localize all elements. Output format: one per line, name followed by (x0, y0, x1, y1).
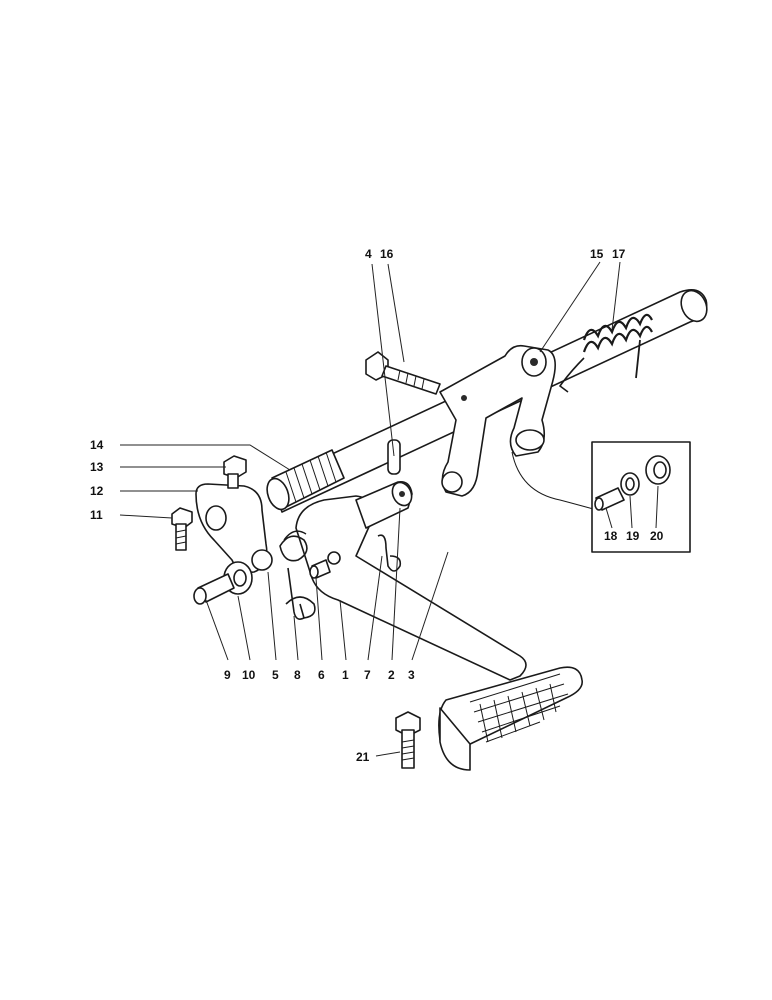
callout-20: 20 (650, 529, 664, 543)
callout-1: 1 (342, 668, 349, 682)
callout-17: 17 (612, 247, 626, 261)
return-spring-coil (558, 313, 653, 393)
callout-11: 11 (90, 508, 103, 522)
pedal-pad (438, 666, 583, 771)
pin-4 (387, 439, 401, 475)
pin-9 (193, 573, 235, 605)
pedal-lever (295, 480, 527, 681)
cable (511, 451, 605, 513)
spring-clip (279, 530, 316, 620)
callout-21: 21 (356, 750, 370, 764)
callout-16: 16 (380, 247, 394, 261)
pin-6 (309, 559, 331, 579)
callout-15: 15 (590, 247, 604, 261)
bolt-11 (171, 507, 193, 551)
clamp-lever-12 (195, 483, 273, 574)
spring-7 (377, 534, 402, 572)
callout-12: 12 (90, 484, 104, 498)
callout-13: 13 (90, 460, 104, 474)
callout-3: 3 (408, 668, 415, 682)
inset-detail-box (591, 441, 691, 553)
callout-18: 18 (604, 529, 618, 543)
callout-7: 7 (364, 668, 371, 682)
callout-4: 4 (365, 247, 372, 261)
callout-6: 6 (318, 668, 325, 682)
callout-19: 19 (626, 529, 640, 543)
callout-5: 5 (272, 668, 279, 682)
callout-2: 2 (388, 668, 395, 682)
bolt-21 (395, 711, 421, 769)
clutch-release-fork (439, 344, 556, 497)
callout-8: 8 (294, 668, 301, 682)
callout-14: 14 (90, 438, 104, 452)
callout-labels: 4 16 15 17 14 13 12 11 9 10 5 8 6 1 7 2 … (90, 247, 664, 764)
leader-lines (119, 261, 659, 757)
callout-9: 9 (224, 668, 231, 682)
callout-10: 10 (242, 668, 256, 682)
bolt-13 (223, 455, 247, 489)
